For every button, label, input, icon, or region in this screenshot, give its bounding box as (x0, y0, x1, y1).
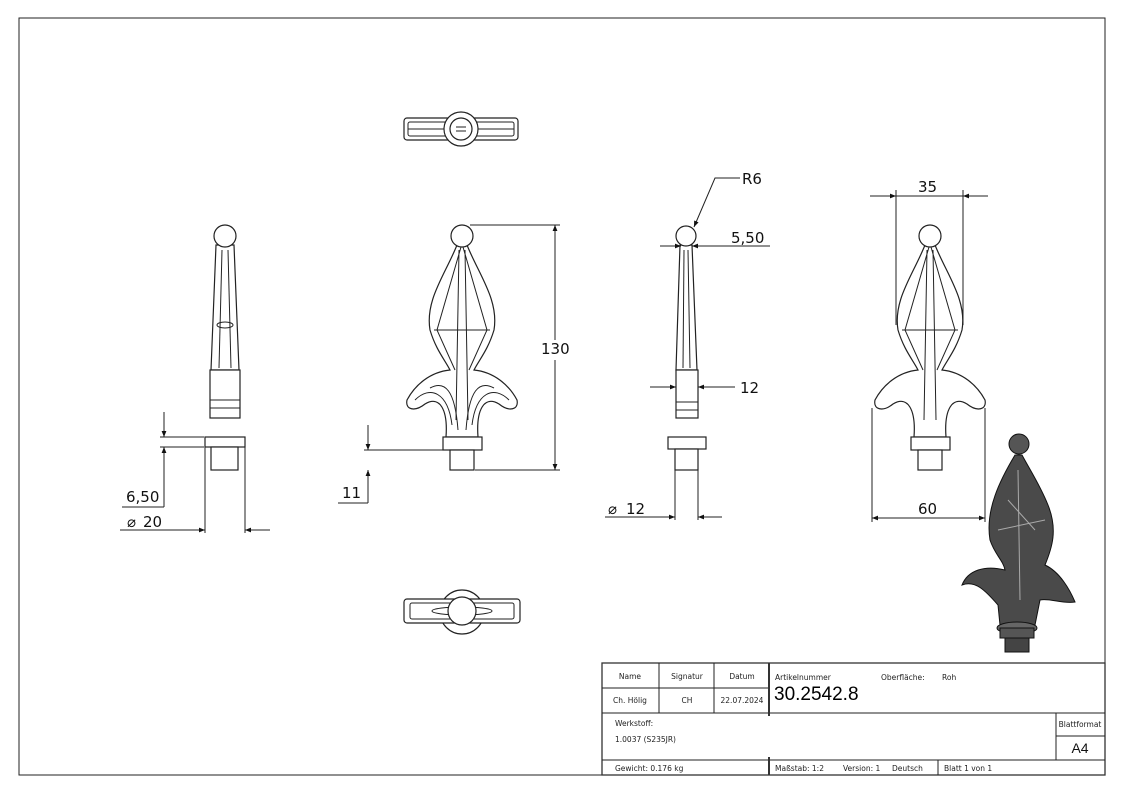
article-number: 30.2542.8 (774, 684, 859, 705)
top-view (403, 111, 519, 147)
signature-value: CH (682, 696, 693, 705)
diameter-symbol: ⌀ (608, 500, 617, 518)
material-label: Werkstoff: (615, 719, 653, 728)
dim-side-diameter: 20 (143, 513, 162, 531)
sheet-format-value: A4 (1071, 740, 1088, 756)
sheet-number: Blatt 1 von 1 (944, 764, 992, 773)
isometric-view (961, 433, 1076, 653)
front-view-right: 35 60 (870, 178, 988, 522)
dim-leaf-width: 60 (918, 500, 937, 518)
language: Deutsch (892, 764, 923, 773)
dim-top-width: 35 (918, 178, 937, 196)
scale: Maßstab: 1:2 (775, 764, 824, 773)
weight: Gewicht: 0.176 kg (615, 764, 684, 773)
side-view-left: 6,50 ⌀ 20 (120, 224, 270, 533)
date-label: Datum (729, 672, 754, 681)
dim-collar-width: 12 (740, 379, 759, 397)
date-value: 22.07.2024 (721, 696, 764, 705)
front-view: 130 11 (338, 224, 570, 504)
bottom-view (403, 589, 521, 635)
dim-spigot-11: 11 (342, 484, 361, 502)
name-label: Name (619, 672, 642, 681)
surface-label: Oberfläche: (881, 673, 925, 682)
version: Version: 1 (843, 764, 880, 773)
dim-ball-width: 5,50 (731, 229, 764, 247)
dim-height-130: 130 (541, 340, 570, 358)
material-value: 1.0037 (S235JR) (615, 735, 676, 744)
diameter-symbol: ⌀ (127, 513, 136, 531)
drawing-border (18, 17, 1106, 776)
article-label: Artikelnummer (775, 673, 832, 682)
name-value: Ch. Hölig (613, 696, 647, 705)
dim-flange-height: 6,50 (126, 488, 159, 506)
sheet-format-label: Blattformat (1059, 720, 1102, 729)
dim-spigot-diameter: 12 (626, 500, 645, 518)
signature-label: Signatur (671, 672, 704, 681)
title-block: Name Signatur Datum Ch. Hölig CH 22.07.2… (601, 662, 1106, 776)
dim-radius: R6 (742, 170, 762, 188)
surface-value: Roh (942, 673, 956, 682)
side-view-right: R6 5,50 12 ⌀ 12 (605, 170, 770, 520)
